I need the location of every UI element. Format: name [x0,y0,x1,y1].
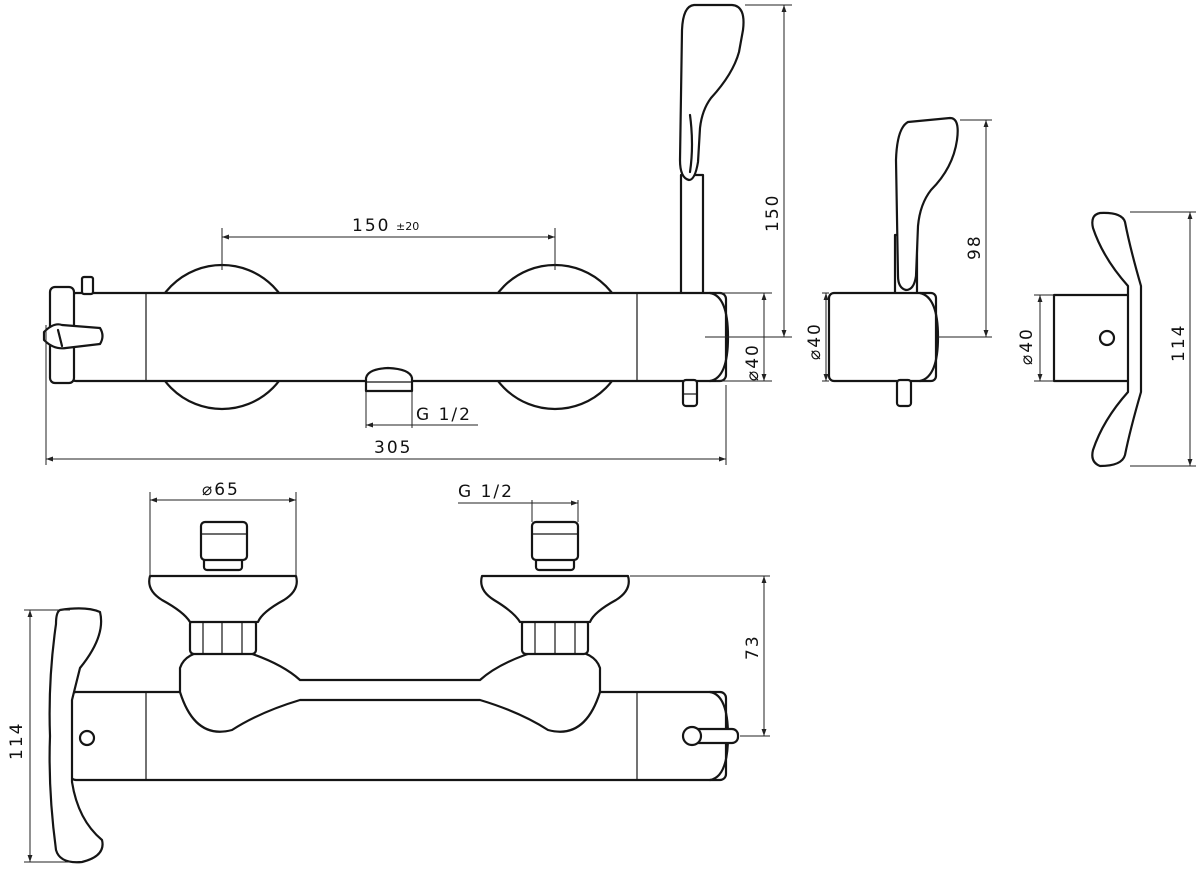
end-dimensions: 114 ⌀40 [1017,211,1196,467]
overall-length-label: 305 [374,438,412,458]
inlet-thread-label: G 1/2 [458,482,514,502]
flange-diameter-label: ⌀65 [202,480,240,500]
side-hand-shower [894,116,959,292]
front-dimensions: 150 ±20 305 G 1/2 150 ⌀40 [45,4,792,465]
front-outlet [364,366,414,393]
top-hole [78,729,96,747]
side-dimensions: 98 ⌀40 [805,119,992,382]
side-body [827,291,938,383]
top-view [48,520,740,864]
front-body [68,291,728,383]
top-handle [48,607,104,864]
end-body [1052,293,1136,383]
front-view [42,3,745,411]
rear-handle-height-label: 114 [7,722,27,760]
side-view [827,116,959,408]
end-handle [1091,211,1143,468]
end-diameter-label: ⌀40 [1017,327,1037,365]
top-bridge [178,648,602,733]
center-distance-label: 150 [352,216,390,236]
center-tolerance-label: ±20 [396,220,419,233]
top-dimensions: ⌀65 G 1/2 73 114 [7,480,770,863]
side-diameter-label: ⌀40 [805,322,825,360]
front-button [80,275,95,296]
body-diameter-label: ⌀40 [743,343,763,381]
inlet-depth-label: 73 [743,634,763,660]
right-inlet [480,520,630,656]
top-body [68,690,728,782]
hand-shower [678,3,745,297]
left-inlet [148,520,298,656]
outlet-thread-label: G 1/2 [416,405,472,425]
handshower-height-label: 150 [763,194,783,232]
front-temperature-knob [42,323,104,350]
end-view [1052,211,1143,468]
side-pin [895,378,913,408]
front-pin [681,378,699,408]
top-diverter-lever [681,725,740,747]
end-handle-height-label: 114 [1169,324,1189,362]
side-height-label: 98 [965,234,985,260]
end-hole [1098,329,1116,347]
